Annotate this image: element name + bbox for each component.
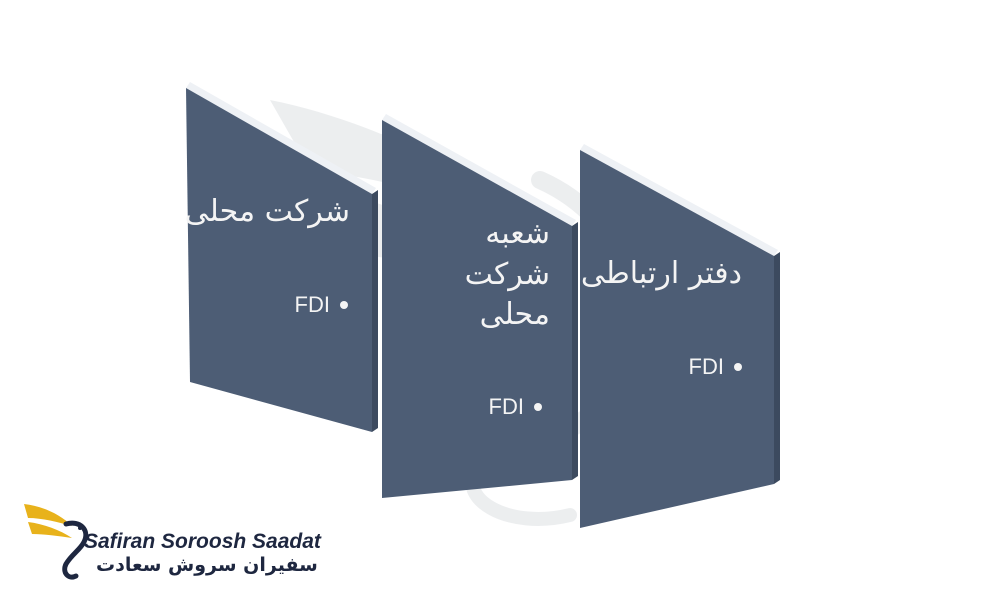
panel-local-company-branch: شعبه شرکت محلی FDI <box>380 114 580 504</box>
panel-liaison-office: دفتر ارتباطی FDI <box>578 144 786 534</box>
item-label: FDI <box>294 292 330 317</box>
bullet-icon <box>734 363 742 371</box>
panel-local-company: شرکت محلی FDI <box>184 82 384 442</box>
panel-title: شرکت محلی <box>184 194 350 229</box>
panel-item-fdi: FDI <box>489 394 542 420</box>
panel-item-fdi: FDI <box>689 354 742 380</box>
item-label: FDI <box>688 354 724 379</box>
panel-shape <box>382 114 578 498</box>
panel-shape <box>580 144 780 528</box>
company-logo: Safiran Soroosh Saadat سفیران سروش سعادت <box>22 494 321 584</box>
panel-title: دفتر ارتباطی <box>580 256 742 291</box>
bullet-icon <box>534 403 542 411</box>
item-label: FDI <box>488 394 524 419</box>
panel-item-fdi: FDI <box>295 292 348 318</box>
panel-title: شعبه شرکت محلی <box>464 216 550 332</box>
bullet-icon <box>340 301 348 309</box>
panel-shape <box>186 82 378 432</box>
golden-bird-icon <box>24 504 89 580</box>
logo-name-en: Safiran Soroosh Saadat <box>84 530 321 553</box>
logo-name-fa: سفیران سروش سعادت <box>96 554 318 576</box>
